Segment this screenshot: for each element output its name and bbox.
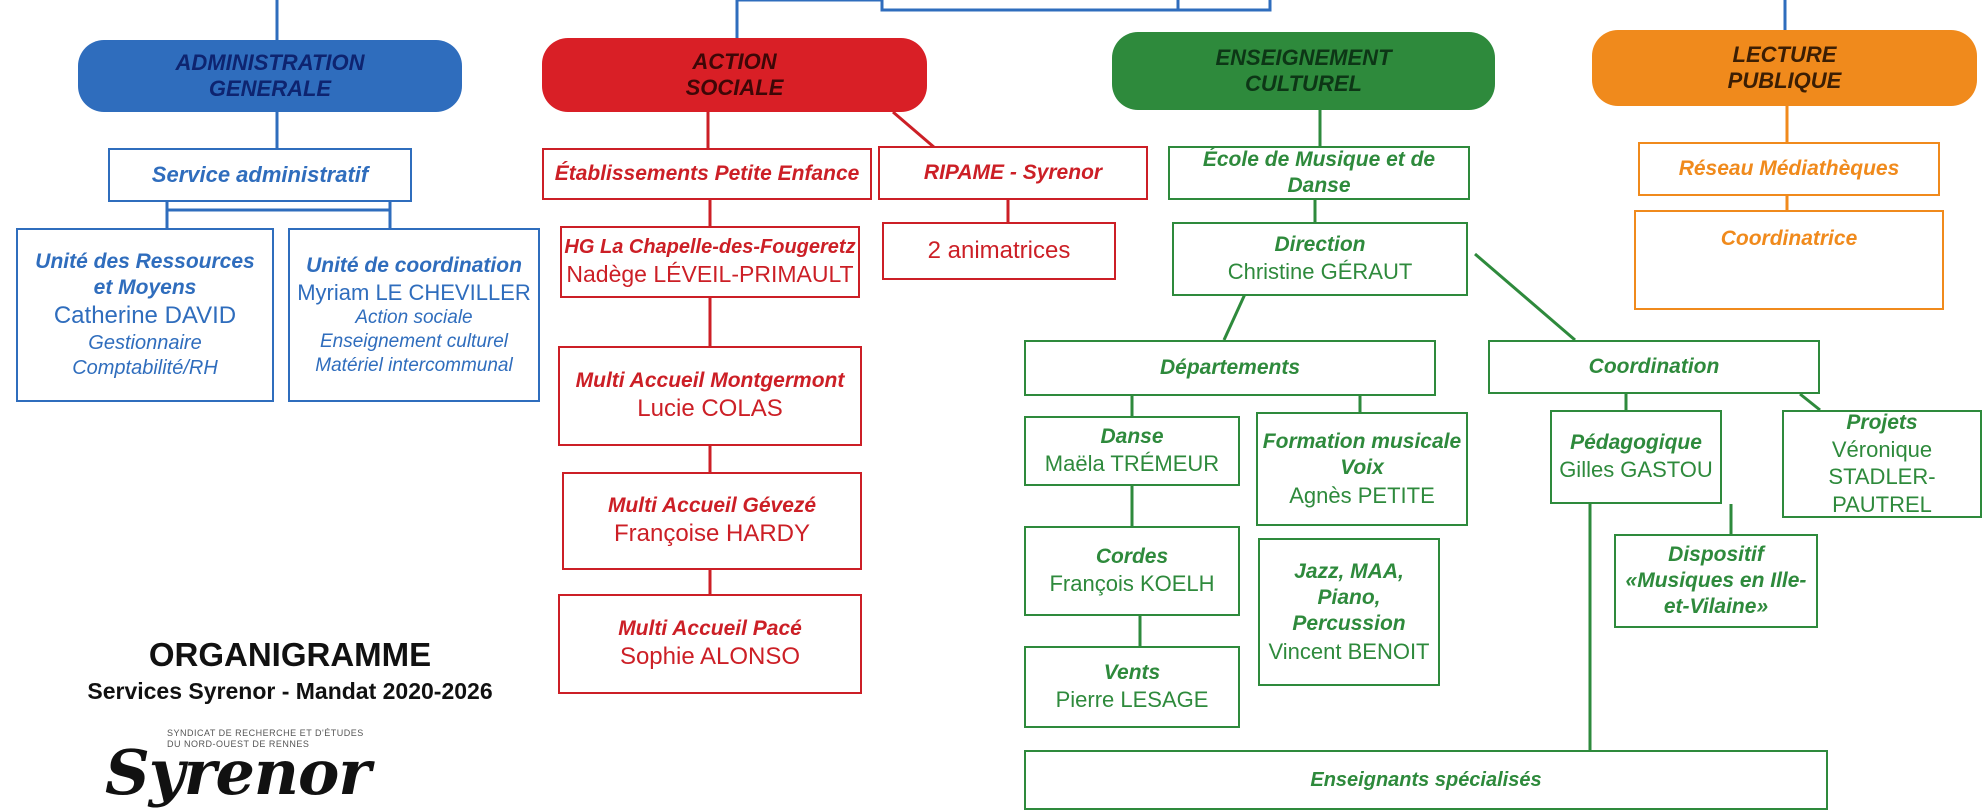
departements-label: Départements — [1159, 355, 1301, 379]
danse-name: Maëla TRÉMEUR — [1044, 451, 1220, 477]
enseignants-label: Enseignants spécialisés — [1310, 768, 1542, 791]
ecole-box: École de Musique et de Danse — [1168, 146, 1470, 200]
geveze-name: Françoise HARDY — [613, 520, 811, 548]
syrenor-logo: SYNDICAT DE RECHERCHE ET D'ÉTUDES DU NOR… — [95, 728, 455, 811]
unit-ressources-title: Unité des Ressources et Moyens — [35, 249, 255, 299]
dept-culture-header: ENSEIGNEMENT CULTUREL — [1112, 32, 1495, 110]
etablissements-label: Établissements Petite Enfance — [554, 161, 860, 185]
direction-title: Direction — [1274, 233, 1366, 257]
projets-name-line2: STADLER-PAUTREL — [1828, 464, 1936, 517]
service-administratif-box: Service administratif — [108, 148, 412, 202]
hg-title: HG La Chapelle-des-Fougeretz — [564, 236, 856, 259]
dept-lecture-header: LECTURE PUBLIQUE — [1592, 30, 1977, 106]
dept-admin-label: ADMINISTRATION GENERALE — [175, 49, 365, 101]
jazz-title: Jazz, MAA, Piano, Percussion — [1292, 559, 1406, 636]
hg-box: HG La Chapelle-des-Fougeretz Nadège LÉVE… — [560, 226, 860, 298]
jazz-box: Jazz, MAA, Piano, Percussion Vincent BEN… — [1258, 538, 1440, 686]
unit-coordination-box: Unité de coordination Myriam LE CHEVILLE… — [288, 228, 540, 402]
pace-box: Multi Accueil Pacé Sophie ALONSO — [558, 594, 862, 694]
pace-name: Sophie ALONSO — [619, 643, 801, 671]
unit-coordination-role1: Action sociale — [355, 307, 473, 329]
unit-coordination-title: Unité de coordination — [306, 253, 522, 277]
dispositif-box: Dispositif «Musiques en Ille-et-Vilaine» — [1614, 534, 1818, 628]
formation-title: Formation musicale Voix — [1262, 430, 1462, 480]
projets-name-line1: Véronique — [1831, 436, 1933, 462]
direction-box: Direction Christine GÉRAUT — [1172, 222, 1468, 296]
unit-ressources-name: Catherine DAVID — [53, 302, 237, 330]
ripame-label: RIPAME - Syrenor — [923, 160, 1103, 184]
logo-wordmark: Syrenor — [105, 736, 371, 809]
ecole-label: École de Musique et de Danse — [1202, 147, 1436, 197]
pedagogique-box: Pédagogique Gilles GASTOU — [1550, 410, 1722, 504]
projets-title: Projets — [1846, 410, 1918, 434]
enseignants-box: Enseignants spécialisés — [1024, 750, 1828, 810]
coordination-box: Coordination — [1488, 340, 1820, 394]
unit-coordination-role2: Enseignement culturel — [320, 331, 508, 352]
montgermont-title: Multi Accueil Montgermont — [575, 368, 845, 392]
chart-subtitle: Services Syrenor - Mandat 2020-2026 — [87, 678, 493, 704]
dept-lecture-label: LECTURE PUBLIQUE — [1727, 41, 1842, 93]
vents-name: Pierre LESAGE — [1055, 687, 1209, 713]
coordination-label: Coordination — [1588, 354, 1720, 378]
service-administratif-label: Service administratif — [151, 162, 369, 188]
geveze-box: Multi Accueil Gévezé Françoise HARDY — [562, 472, 862, 570]
dispositif-label: Dispositif «Musiques en Ille-et-Vilaine» — [1625, 542, 1807, 619]
ripame-box: RIPAME - Syrenor — [878, 146, 1148, 200]
montgermont-box: Multi Accueil Montgermont Lucie COLAS — [558, 346, 862, 446]
cordes-name: François KOELH — [1049, 571, 1215, 597]
vents-box: Vents Pierre LESAGE — [1024, 646, 1240, 728]
pedagogique-title: Pédagogique — [1570, 431, 1702, 455]
direction-name: Christine GÉRAUT — [1227, 259, 1413, 285]
unit-coordination-name: Myriam LE CHEVILLER — [297, 279, 531, 305]
projets-box: Projets Véronique STADLER-PAUTREL — [1782, 410, 1982, 518]
reseau-label: Réseau Médiathèques — [1678, 156, 1900, 180]
logo-text-line2: DU NORD-OUEST DE RENNES — [167, 739, 310, 749]
vents-title: Vents — [1103, 661, 1161, 685]
montgermont-name: Lucie COLAS — [637, 395, 783, 423]
pace-title: Multi Accueil Pacé — [618, 616, 802, 640]
etablissements-box: Établissements Petite Enfance — [542, 148, 872, 200]
ripame-staff-label: 2 animatrices — [927, 237, 1071, 264]
departements-box: Départements — [1024, 340, 1436, 396]
geveze-title: Multi Accueil Gévezé — [607, 493, 817, 517]
cordes-box: Cordes François KOELH — [1024, 526, 1240, 616]
jazz-name: Vincent BENOIT — [1268, 638, 1430, 664]
chart-title-block: ORGANIGRAMME Services Syrenor - Mandat 2… — [40, 636, 540, 705]
coordinatrice-box: Coordinatrice — [1634, 210, 1944, 310]
chart-title: ORGANIGRAMME — [148, 636, 432, 673]
unit-ressources-role2: Comptabilité/RH — [72, 357, 218, 380]
dept-culture-label: ENSEIGNEMENT CULTUREL — [1215, 44, 1392, 96]
formation-box: Formation musicale Voix Agnès PETITE — [1256, 412, 1468, 526]
danse-title: Danse — [1100, 425, 1164, 449]
ripame-staff-box: 2 animatrices — [882, 222, 1116, 280]
reseau-box: Réseau Médiathèques — [1638, 142, 1940, 196]
pedagogique-name: Gilles GASTOU — [1559, 457, 1713, 483]
formation-name: Agnès PETITE — [1289, 482, 1435, 508]
cordes-title: Cordes — [1095, 545, 1169, 569]
dept-admin-header: ADMINISTRATION GENERALE — [78, 40, 462, 112]
danse-box: Danse Maëla TRÉMEUR — [1024, 416, 1240, 486]
hg-name: Nadège LÉVEIL-PRIMAULT — [566, 261, 854, 288]
dept-social-label: ACTION SOCIALE — [685, 48, 784, 100]
unit-coordination-role3: Matériel intercommunal — [315, 354, 513, 376]
unit-ressources-role1: Gestionnaire — [88, 332, 202, 355]
unit-ressources-box: Unité des Ressources et Moyens Catherine… — [16, 228, 274, 402]
coordinatrice-label: Coordinatrice — [1720, 227, 1858, 250]
logo-text-line1: SYNDICAT DE RECHERCHE ET D'ÉTUDES — [167, 728, 364, 738]
dept-social-header: ACTION SOCIALE — [542, 38, 927, 112]
